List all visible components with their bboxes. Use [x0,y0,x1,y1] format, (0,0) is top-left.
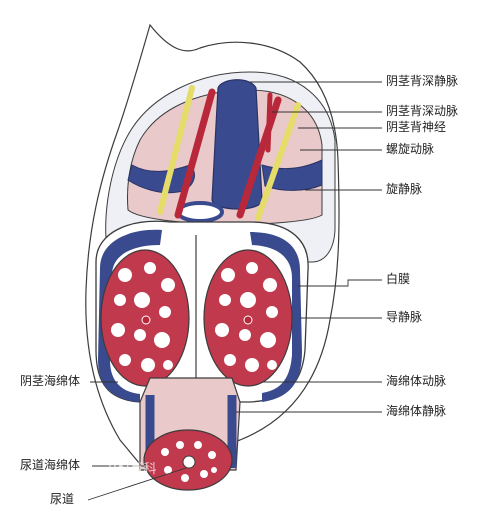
dorsal-artery-left [174,88,216,219]
cavernous-artery-left [141,315,151,325]
label-corpus-spongiosum: 尿道海绵体 [20,458,81,472]
dorsal-nerve-left [157,85,195,215]
label-circumflex-vein: 旋静脉 [386,182,423,196]
dorsal-artery-right [236,96,282,219]
urethra-lumen [182,455,196,469]
label-cavernous-artery: 海绵体动脉 [386,374,447,388]
dorsal-artery-right-2 [265,92,273,153]
circumflex-vein-left [127,164,195,194]
label-dorsal-nerve: 阴茎背神经 [386,120,447,134]
label-urethra: 尿道 [50,492,75,506]
spongiosum-sinusoids [161,441,217,482]
label-dorsal-deep-vein: 阴茎背深静脉 [386,74,459,88]
leader-lines [87,81,382,501]
cavernous-artery-right [243,315,253,325]
dorsal-deep-vein-lumen [176,201,224,223]
label-cavernous-vein: 海绵体静脉 [386,404,447,418]
dorsal-nerve-right [255,102,301,221]
label-dorsal-deep-artery: 阴茎背深动脉 [386,104,459,118]
label-helicine-artery: 螺旋动脉 [386,142,435,156]
watermark: Bai百科 [108,462,157,477]
label-corpus-cavernosum: 阴茎海绵体 [20,374,81,388]
circumflex-vein-right [261,159,323,191]
dorsal-deep-vein [211,79,263,210]
label-emissary-vein: 导静脉 [386,310,423,324]
cavernous-sinusoids [111,262,278,372]
label-tunica-albuginea: 白膜 [386,272,411,286]
